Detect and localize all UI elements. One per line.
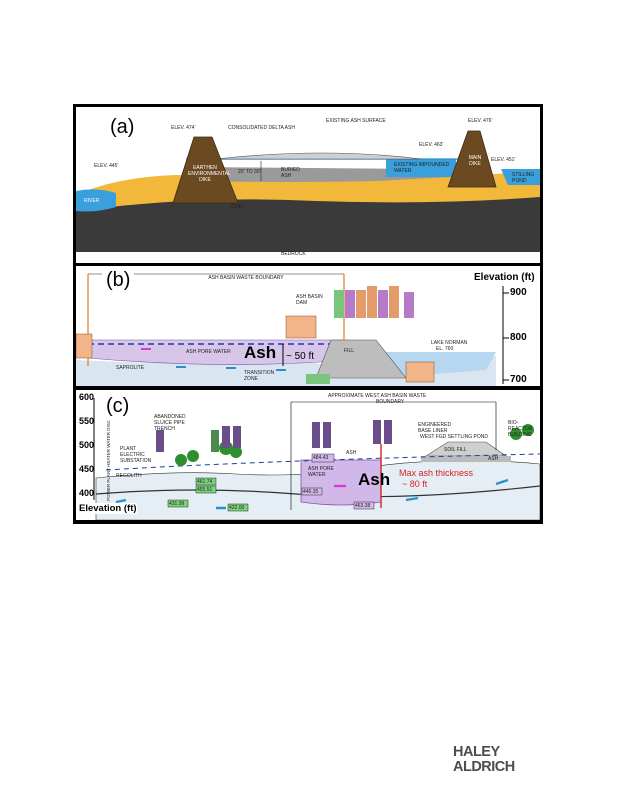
label-depth: 20' TO 30' [238,169,261,175]
label-impounded: EXISTING IMPOUNDED WATER [394,162,450,174]
left-dike [172,136,239,204]
label-c-pore-water: ASH PORE WATER [308,466,334,478]
label-b-pore-water: ASH PORE WATER [186,349,231,355]
label-c-regolith: REGOLITH [116,473,142,479]
tick-900: 900 [510,287,527,298]
panel-b-tag: (b) [102,268,135,292]
river-water [76,189,116,212]
panel-b-drawing [76,266,540,386]
tick-500: 500 [79,440,95,450]
right-dike [447,130,497,188]
stilling-pond-water [501,169,540,185]
logo-line-1: HALEY [453,744,500,760]
label-c-liner-1: ENGINEERED [418,422,452,428]
value-box-1: 484.43 [313,455,329,461]
label-c-reactor: BIO-REACTOR BUILDING [508,420,533,438]
label-elev-474: ELEV. 474' [171,125,196,131]
label-b-lake-el: EL. 760 [436,346,454,352]
tick-400: 400 [79,488,95,498]
label-b-boundary: ASH BASIN WASTE BOUNDARY [208,275,284,281]
label-buried-ash: BURIED ASH [281,167,300,179]
label-c-boundary-1: APPROXIMATE WEST ASH BASIN WASTE [328,393,427,399]
value-box-4: 431.99 [169,501,185,507]
label-left-dike: EARTHEN ENVIRONMENTAL DIKE [188,165,231,183]
panel-b-elevation-title: Elevation (ft) [474,272,535,283]
label-elev-476: ELEV. 476' [468,118,493,124]
label-consolidated: CONSOLIDATED DELTA ASH [228,125,295,131]
label-c-settling: WEST FGD SETTLING POND [420,434,488,440]
value-box-6: 446.35 [303,489,319,495]
panel-a-drawing [76,107,540,263]
panel-c-elevation-title: Elevation (ft) [79,503,137,514]
label-c-ash-small: ASH [346,450,357,456]
tick-450: 450 [79,464,95,474]
label-b-dam: ASH BASIN DAM [296,294,323,306]
max-thickness-value: ~ 80 ft [402,479,428,489]
tick-700: 700 [510,374,527,385]
label-b-fill: FILL [344,348,355,354]
tick-800: 800 [510,332,527,343]
label-bedrock: BEDROCK [281,251,306,257]
panel-c-drawing [76,390,540,520]
label-c-boundary-2: BOUNDARY [376,399,405,405]
label-elev-451: ELEV. 451' [491,157,516,163]
label-elev-445: ELEV. 445' [94,163,119,169]
tick-550: 550 [79,416,95,426]
label-b-lake: LAKE NORMAN [431,340,468,346]
label-c-soil-fill: SOIL FILL [444,447,467,453]
label-right-dike: MAIN DIKE [468,155,482,167]
panel-b-thickness: ~ 50 ft [286,351,315,362]
label-c-substation: PLANT ELECTRIC SUBSTATION [120,446,152,464]
tick-600: 600 [79,392,95,402]
panel-c-cross-section: (c) 600 550 500 450 400 Elevation (ft) A… [76,390,540,520]
value-box-3: 455.51 [197,487,213,493]
max-thickness-note: Max ash thickness [399,468,474,478]
figure-frame: (a) ELEV. 474' CONSOLIDATED DELTA ASH EX… [73,104,543,524]
value-box-2: 461.74 [197,479,213,485]
label-c-ash-right: ASH [488,456,499,462]
label-clay: CLAY [231,204,244,210]
panel-c-tag: (c) [102,394,134,418]
label-c-liner-2: BASE LINER [418,428,448,434]
label-existing-surface: EXISTING ASH SURFACE [326,118,386,124]
label-b-saprolite: SAPROLITE [116,365,145,371]
label-stilling-pond: STILLING POND [512,172,535,184]
haley-aldrich-logo: HALEY ALDRICH [453,745,515,775]
panel-b-cross-section: (b) Elevation (ft) 900 800 700 Ash ~ 50 … [76,266,540,386]
bedrock-layer [76,193,540,252]
label-river: RIVER [84,198,100,204]
label-c-sluice: ABANDONED SLUICE PIPE TRENCH [154,414,186,432]
panel-a-tag: (a) [106,115,139,139]
impounded-water [386,159,456,177]
label-b-transition: TRANSITION ZONE [244,370,275,382]
label-elev-463: ELEV. 463' [419,142,444,148]
panel-c-ash-label: Ash [358,470,391,489]
panel-a-cross-section: (a) ELEV. 474' CONSOLIDATED DELTA ASH EX… [76,107,540,263]
panel-b-ash-label: Ash [244,343,277,362]
logo-line-2: ALDRICH [453,759,515,775]
value-box-7: 463.38 [355,503,371,509]
value-box-5: 422.00 [229,505,245,511]
label-c-power-plant: POWER PLANT HEATER WATER DISC [106,420,111,501]
